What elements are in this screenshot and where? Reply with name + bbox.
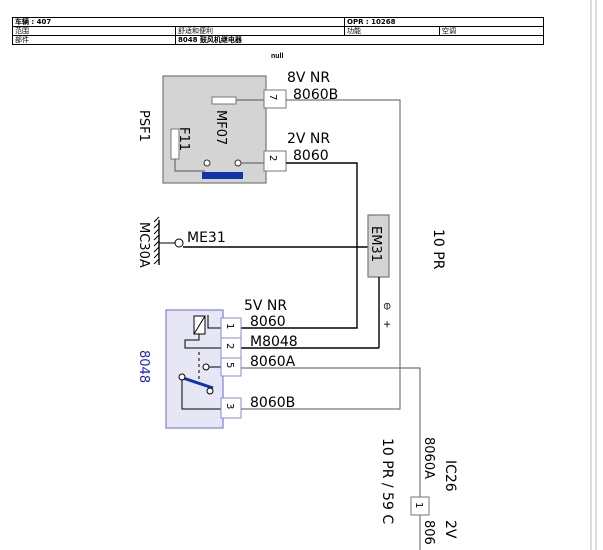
part-value-cell: 8048 鼓风机继电器 <box>174 35 545 45</box>
wire-8060b[interactable] <box>241 99 401 410</box>
mc30a-label: MC30A <box>136 222 151 268</box>
relay-contact-nc <box>206 387 214 395</box>
relay-wire-5: 8060A <box>250 354 296 370</box>
em31-minus: ⊖ <box>381 302 392 310</box>
relay-coil-lead-top <box>207 315 221 329</box>
null-text: null <box>271 53 284 60</box>
ic26-route-label: 10 PR / 59 C <box>379 438 395 524</box>
relay-wire-3: 8060B <box>250 395 295 411</box>
ic26-spec: 2V <box>442 520 458 539</box>
em31-label: EM31 <box>368 226 383 262</box>
relay-common-lead <box>181 380 221 410</box>
relay-coil-slash <box>193 315 206 335</box>
psf1-component[interactable]: 7 2 MF07 F11 <box>162 75 287 184</box>
relay-name: 8048 <box>136 350 151 383</box>
ground-hatch <box>153 252 160 259</box>
em31-route-label: 10 PR <box>430 229 446 270</box>
header-table: 车辆 : 407 OPR : 10268 范围 舒适和便利 功能 空调 部件 8… <box>11 17 545 45</box>
ic26-wire-bottom: 806 <box>421 520 436 545</box>
ground-hatch <box>153 234 160 241</box>
wire7-id: 8060B <box>293 87 338 103</box>
ground-hatch <box>153 222 160 229</box>
psf1-pin2-box <box>263 150 287 172</box>
wire2-id: 8060 <box>293 148 329 164</box>
relay-wire-2: M8048 <box>250 334 298 350</box>
psf1-fuse-bar <box>202 172 243 179</box>
relay-wire-1: 8060 <box>250 314 286 330</box>
em31-component[interactable]: EM31 <box>367 214 390 278</box>
relay-pin5-box <box>220 357 242 377</box>
relay-pin3-box <box>220 397 242 419</box>
relay-pin3-label: 3 <box>224 403 235 409</box>
em31-plus: + <box>381 320 392 328</box>
mf07-fuse-icon <box>211 96 237 105</box>
ground-hatch <box>153 228 160 235</box>
relay-pin5-label: 5 <box>224 362 235 368</box>
ground-hatch <box>153 216 160 223</box>
relay-switch-arm <box>182 376 214 390</box>
mf07-label: MF07 <box>213 110 228 145</box>
ic26-wire-top: 8060A <box>421 437 436 479</box>
header-row-scope: 范围 舒适和便利 功能 空调 <box>12 26 545 36</box>
psf1-name: PSF1 <box>136 110 151 142</box>
wire7-spec: 8V NR <box>287 70 330 86</box>
relay-pivot <box>178 373 186 381</box>
ground-hatch <box>153 246 160 253</box>
wire-8060a[interactable] <box>241 367 421 497</box>
psf1-contact-left <box>203 159 211 167</box>
psf1-box <box>162 75 267 184</box>
ground-mc30a[interactable] <box>153 216 184 265</box>
psf1-contact-right <box>234 159 242 167</box>
relay-8048[interactable]: 1 2 5 3 <box>165 309 242 429</box>
psf1-pin7-box <box>263 89 287 109</box>
psf1-pin7-label: 7 <box>267 94 278 100</box>
ic26-pin-label: 1 <box>413 502 424 508</box>
ic26-name: IC26 <box>442 460 458 492</box>
relay-pin1-label: 1 <box>224 323 235 329</box>
ground-hatch <box>153 240 160 247</box>
ground-hatch <box>153 258 160 265</box>
ic26-connector[interactable]: 1 <box>410 496 430 516</box>
relay-contact-no <box>202 363 210 371</box>
me31-label: ME31 <box>187 230 226 246</box>
psf1-pin2-label: 2 <box>267 155 278 161</box>
f11-label: F11 <box>176 127 191 151</box>
relay-pin2-label: 2 <box>224 343 235 349</box>
wire2-spec: 2V NR <box>287 131 330 147</box>
relay-coil-lead-bottom <box>184 334 221 349</box>
f11-lead <box>174 159 205 172</box>
ground-terminal <box>174 238 184 248</box>
wire-8060[interactable] <box>241 162 358 329</box>
header-row-part: 部件 8048 鼓风机继电器 <box>12 35 545 45</box>
relay-connector-spec: 5V NR <box>244 298 287 314</box>
